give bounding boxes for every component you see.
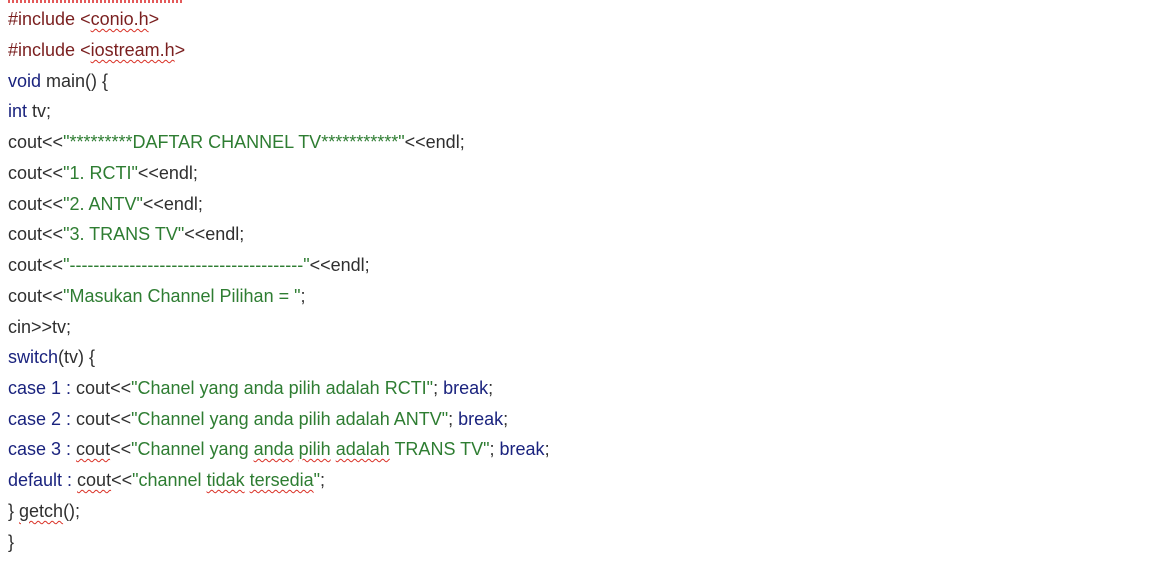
string-literal: "Chanel yang anda pilih adalah RCTI" (131, 378, 434, 398)
string-literal: "---------------------------------------… (63, 255, 310, 275)
closing-brace: } (8, 532, 15, 552)
semicolon: ; (320, 470, 326, 490)
cout-token: cout (76, 378, 111, 398)
semicolon: ; (488, 378, 494, 398)
string-literal: "2. ANTV" (63, 194, 143, 214)
semicolon: ; (503, 409, 509, 429)
cout-token: cout (8, 286, 43, 306)
code-line-case-1: case 1 : cout<<"Chanel yang anda pilih a… (8, 373, 493, 403)
string-literal: "Channel yang anda pilih adalah ANTV" (131, 409, 449, 429)
string-literal: "Masukan Channel Pilihan = " (63, 286, 301, 306)
code-line-include-iostream: #include <iostream.h> (8, 35, 185, 65)
endl-token: <<endl; (309, 255, 370, 275)
code-line-cout-prompt: cout<<"Masukan Channel Pilihan = "; (8, 281, 306, 311)
header-name: iostream.h (90, 40, 175, 60)
include-directive: #include (8, 40, 81, 60)
string-literal-part: TRANS TV" (389, 439, 490, 459)
string-literal: "3. TRANS TV" (63, 224, 185, 244)
code-line-getch: } getch(); (8, 496, 80, 526)
stream-operator: << (42, 286, 64, 306)
stream-operator: << (42, 132, 64, 152)
cout-token: cout (8, 132, 43, 152)
semicolon: ; (489, 439, 500, 459)
string-literal-word: tidak (206, 470, 245, 490)
cout-token: cout (76, 439, 111, 459)
code-line-include-conio: #include <conio.h> (8, 4, 159, 34)
string-literal-word: tersedia (249, 470, 314, 490)
header-name: conio.h (90, 9, 149, 29)
switch-expression: (tv) { (58, 347, 96, 367)
case-label: case 1 : (8, 378, 77, 398)
stream-operator: << (42, 255, 64, 275)
code-line-cout-antv: cout<<"2. ANTV"<<endl; (8, 189, 203, 219)
spellcheck-squiggle-top (8, 0, 183, 3)
semicolon: ; (300, 286, 306, 306)
header-bracket-open: < (80, 40, 91, 60)
endl-token: <<endl; (142, 194, 203, 214)
code-line-cout-title: cout<<"*********DAFTAR CHANNEL TV*******… (8, 127, 465, 157)
code-editor[interactable]: #include <conio.h> #include <iostream.h>… (8, 0, 1168, 571)
semicolon: ; (448, 409, 459, 429)
header-bracket-close: > (174, 40, 186, 60)
semicolon: ; (544, 439, 550, 459)
keyword-break: break (443, 378, 489, 398)
keyword-switch: switch (8, 347, 59, 367)
string-literal-word: adalah (335, 439, 390, 459)
code-line-cout-transtv: cout<<"3. TRANS TV"<<endl; (8, 219, 244, 249)
code-line-case-3: case 3 : cout<<"Channel yang anda pilih … (8, 434, 550, 464)
stream-operator: << (42, 163, 64, 183)
cout-token: cout (76, 409, 111, 429)
keyword-default: default : (8, 470, 78, 490)
stream-operator: << (42, 224, 64, 244)
endl-token: <<endl; (137, 163, 198, 183)
keyword-int: int (8, 101, 28, 121)
semicolon: ; (433, 378, 444, 398)
stream-operator: << (110, 409, 132, 429)
stream-operator: << (110, 378, 132, 398)
code-line-int-tv: int tv; (8, 96, 51, 126)
call-parens: (); (63, 501, 81, 521)
cout-token: cout (8, 255, 43, 275)
cin-statement: cin>>tv; (8, 317, 72, 337)
closing-brace: } (8, 501, 20, 521)
keyword-break: break (499, 439, 545, 459)
stream-operator: << (42, 194, 64, 214)
variable-decl: tv; (27, 101, 52, 121)
cout-token: cout (8, 194, 43, 214)
string-literal-word: anda (253, 439, 294, 459)
keyword-break: break (458, 409, 504, 429)
string-literal: "1. RCTI" (63, 163, 138, 183)
string-literal-part: "channel (132, 470, 207, 490)
cout-token: cout (77, 470, 112, 490)
stream-operator: << (111, 470, 133, 490)
code-line-default: default : cout<<"channel tidak tersedia"… (8, 465, 325, 495)
code-line-case-2: case 2 : cout<<"Channel yang anda pilih … (8, 404, 508, 434)
getch-call: getch (19, 501, 64, 521)
case-label: case 3 : (8, 439, 77, 459)
endl-token: <<endl; (404, 132, 465, 152)
keyword-void: void (8, 71, 42, 91)
include-directive: #include (8, 9, 81, 29)
string-literal-part: " (313, 470, 321, 490)
string-literal: "*********DAFTAR CHANNEL TV***********" (63, 132, 405, 152)
header-bracket-close: > (148, 9, 160, 29)
string-literal-word: pilih (298, 439, 331, 459)
stream-operator: << (110, 439, 132, 459)
code-line-cout-separator: cout<<"---------------------------------… (8, 250, 370, 280)
code-line-cout-rcti: cout<<"1. RCTI"<<endl; (8, 158, 198, 188)
code-line-closing-brace: } (8, 527, 14, 557)
code-line-main: void main() { (8, 66, 108, 96)
header-bracket-open: < (80, 9, 91, 29)
main-signature: main() { (41, 71, 109, 91)
code-line-cin: cin>>tv; (8, 312, 71, 342)
string-literal-part: "Channel yang (131, 439, 254, 459)
endl-token: <<endl; (184, 224, 245, 244)
case-label: case 2 : (8, 409, 77, 429)
cout-token: cout (8, 224, 43, 244)
cout-token: cout (8, 163, 43, 183)
code-line-switch: switch(tv) { (8, 342, 95, 372)
